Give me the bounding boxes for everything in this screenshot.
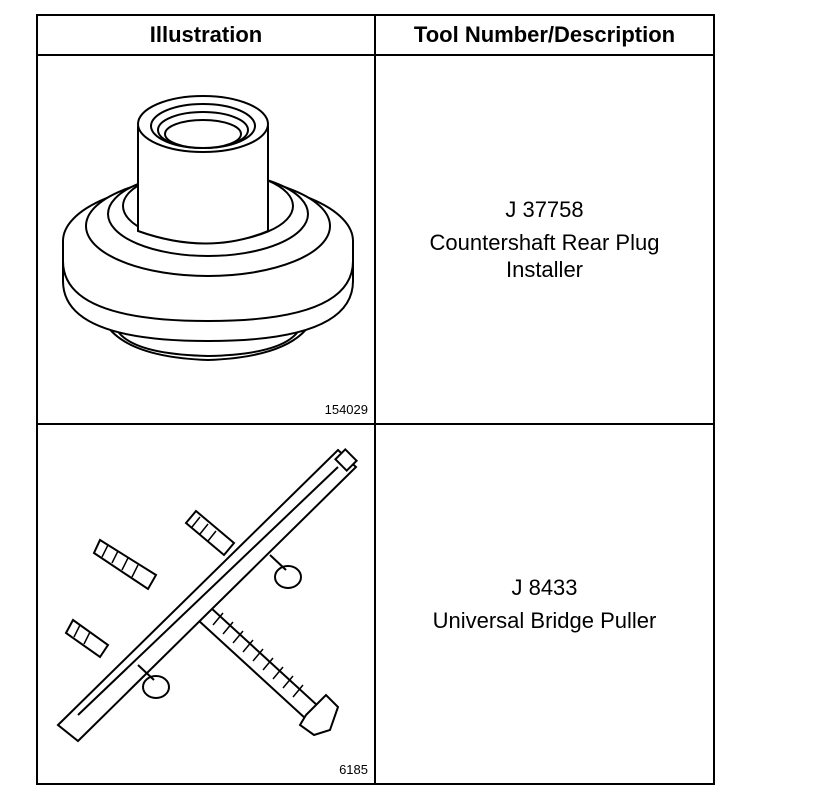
header-divider [38,54,713,56]
tool-description-line: Universal Bridge Puller [432,608,657,633]
description-cell-1: J 37758 Countershaft Rear Plug Installer [376,56,713,423]
tool-number: J 8433 [511,575,578,600]
tool-description-line: Countershaft Rear Plug [429,230,660,255]
column-divider [374,16,376,783]
bridge-puller-drawing [56,447,359,743]
tool-table: Illustration Tool Number/Description [36,14,715,785]
header-illustration: Illustration [149,22,263,47]
illustration-cell-1: 154029 [38,56,374,423]
row-divider [38,423,713,425]
header-tool-description: Tool Number/Description [413,22,676,47]
tool-description-line: Installer [505,257,584,282]
description-cell-2: J 8433 Universal Bridge Puller [376,425,713,783]
tool-number: J 37758 [505,197,584,222]
figure-id: 6185 [339,762,368,777]
figure-id: 154029 [324,402,368,417]
plug-installer-drawing [62,95,354,362]
illustration-cell-2: 6185 [38,425,374,783]
